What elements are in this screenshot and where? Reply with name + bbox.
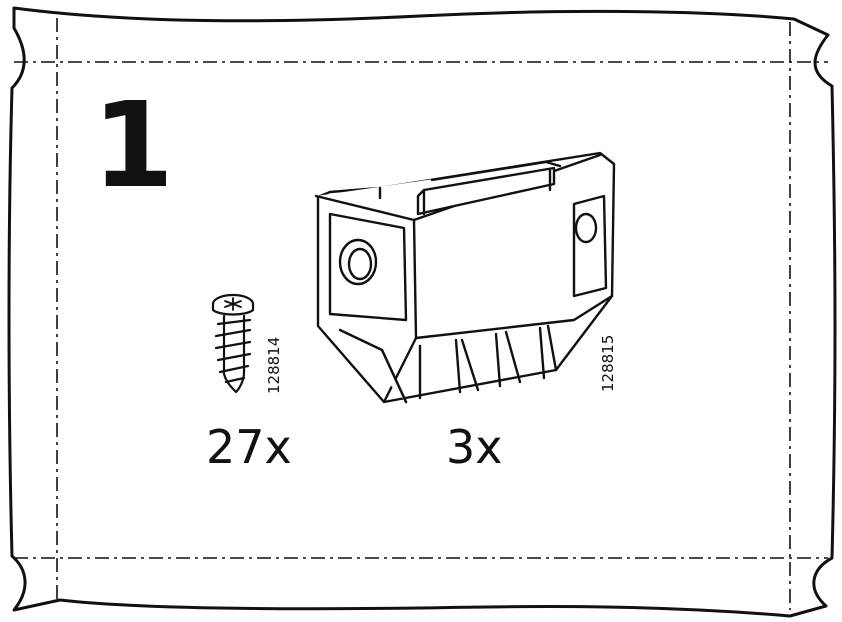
seam-lines xyxy=(14,18,828,610)
bracket-article-number: 128815 xyxy=(599,334,617,392)
bracket-quantity: 3x xyxy=(446,420,503,474)
bracket-fitting-icon xyxy=(314,151,616,404)
screw-icon xyxy=(211,293,255,394)
screw-article-number: 128814 xyxy=(265,336,283,394)
screw-quantity: 27x xyxy=(206,420,292,474)
step-number: 1 xyxy=(92,76,175,214)
bag-outline xyxy=(7,6,837,618)
